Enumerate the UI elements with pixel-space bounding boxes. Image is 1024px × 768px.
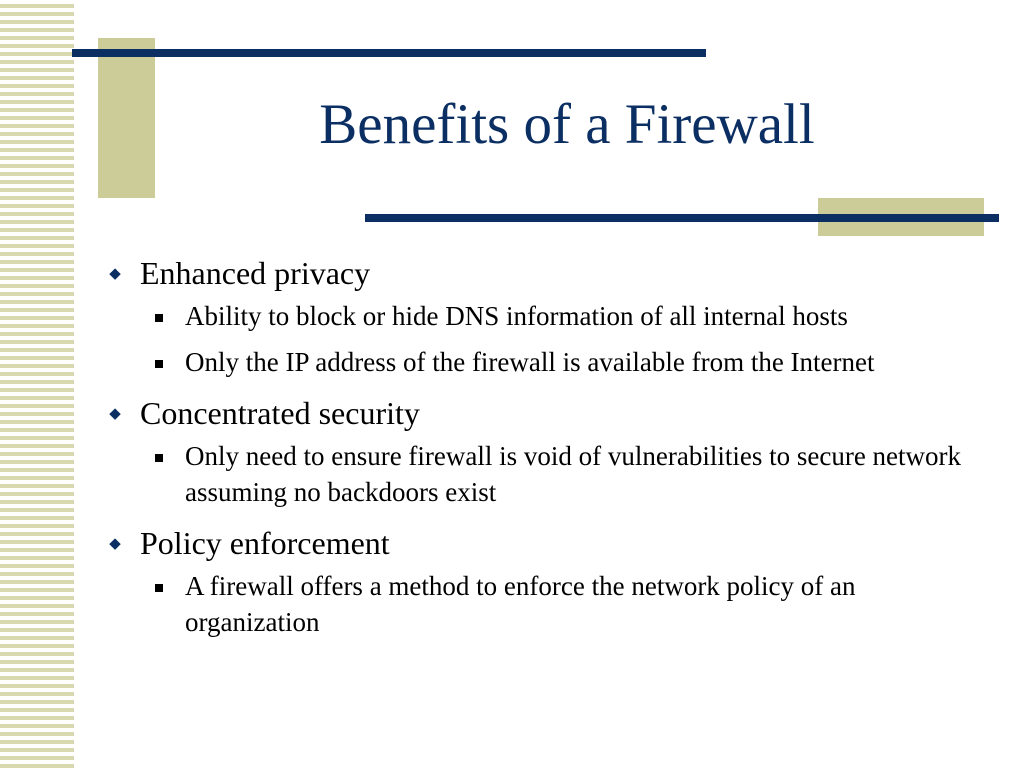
sub-bullet-vulnerabilities: Only need to ensure firewall is void of … [105, 438, 965, 510]
diamond-bullet-icon: ◆ [109, 266, 121, 282]
sub-bullet-text: A firewall offers a method to enforce th… [185, 571, 856, 637]
title-rule-top [72, 49, 706, 57]
slide-body: ◆ Enhanced privacy Ability to block or h… [105, 254, 965, 640]
title-rule-bottom [365, 214, 999, 222]
slide-title: Benefits of a Firewall [319, 93, 815, 156]
bullet-text: Policy enforcement [140, 525, 390, 561]
sub-bullet-network-policy: A firewall offers a method to enforce th… [105, 568, 965, 640]
decorative-block-top [98, 38, 155, 198]
square-bullet-icon [155, 314, 163, 322]
bullet-text: Enhanced privacy [140, 255, 371, 291]
bullet-enhanced-privacy: ◆ Enhanced privacy [105, 254, 965, 292]
sub-bullet-ip-address: Only the IP address of the firewall is a… [105, 344, 965, 380]
diamond-bullet-icon: ◆ [109, 406, 121, 422]
bullet-concentrated-security: ◆ Concentrated security [105, 394, 965, 432]
square-bullet-icon [155, 360, 163, 368]
square-bullet-icon [155, 584, 163, 592]
bullet-text: Concentrated security [140, 395, 420, 431]
sub-bullet-text: Ability to block or hide DNS information… [185, 301, 848, 331]
left-stripe-pattern [0, 0, 74, 768]
sub-bullet-dns: Ability to block or hide DNS information… [105, 298, 965, 334]
sub-bullet-text: Only need to ensure firewall is void of … [185, 441, 962, 507]
bullet-policy-enforcement: ◆ Policy enforcement [105, 524, 965, 562]
square-bullet-icon [155, 454, 163, 462]
sub-bullet-text: Only the IP address of the firewall is a… [185, 347, 875, 377]
diamond-bullet-icon: ◆ [109, 536, 121, 552]
